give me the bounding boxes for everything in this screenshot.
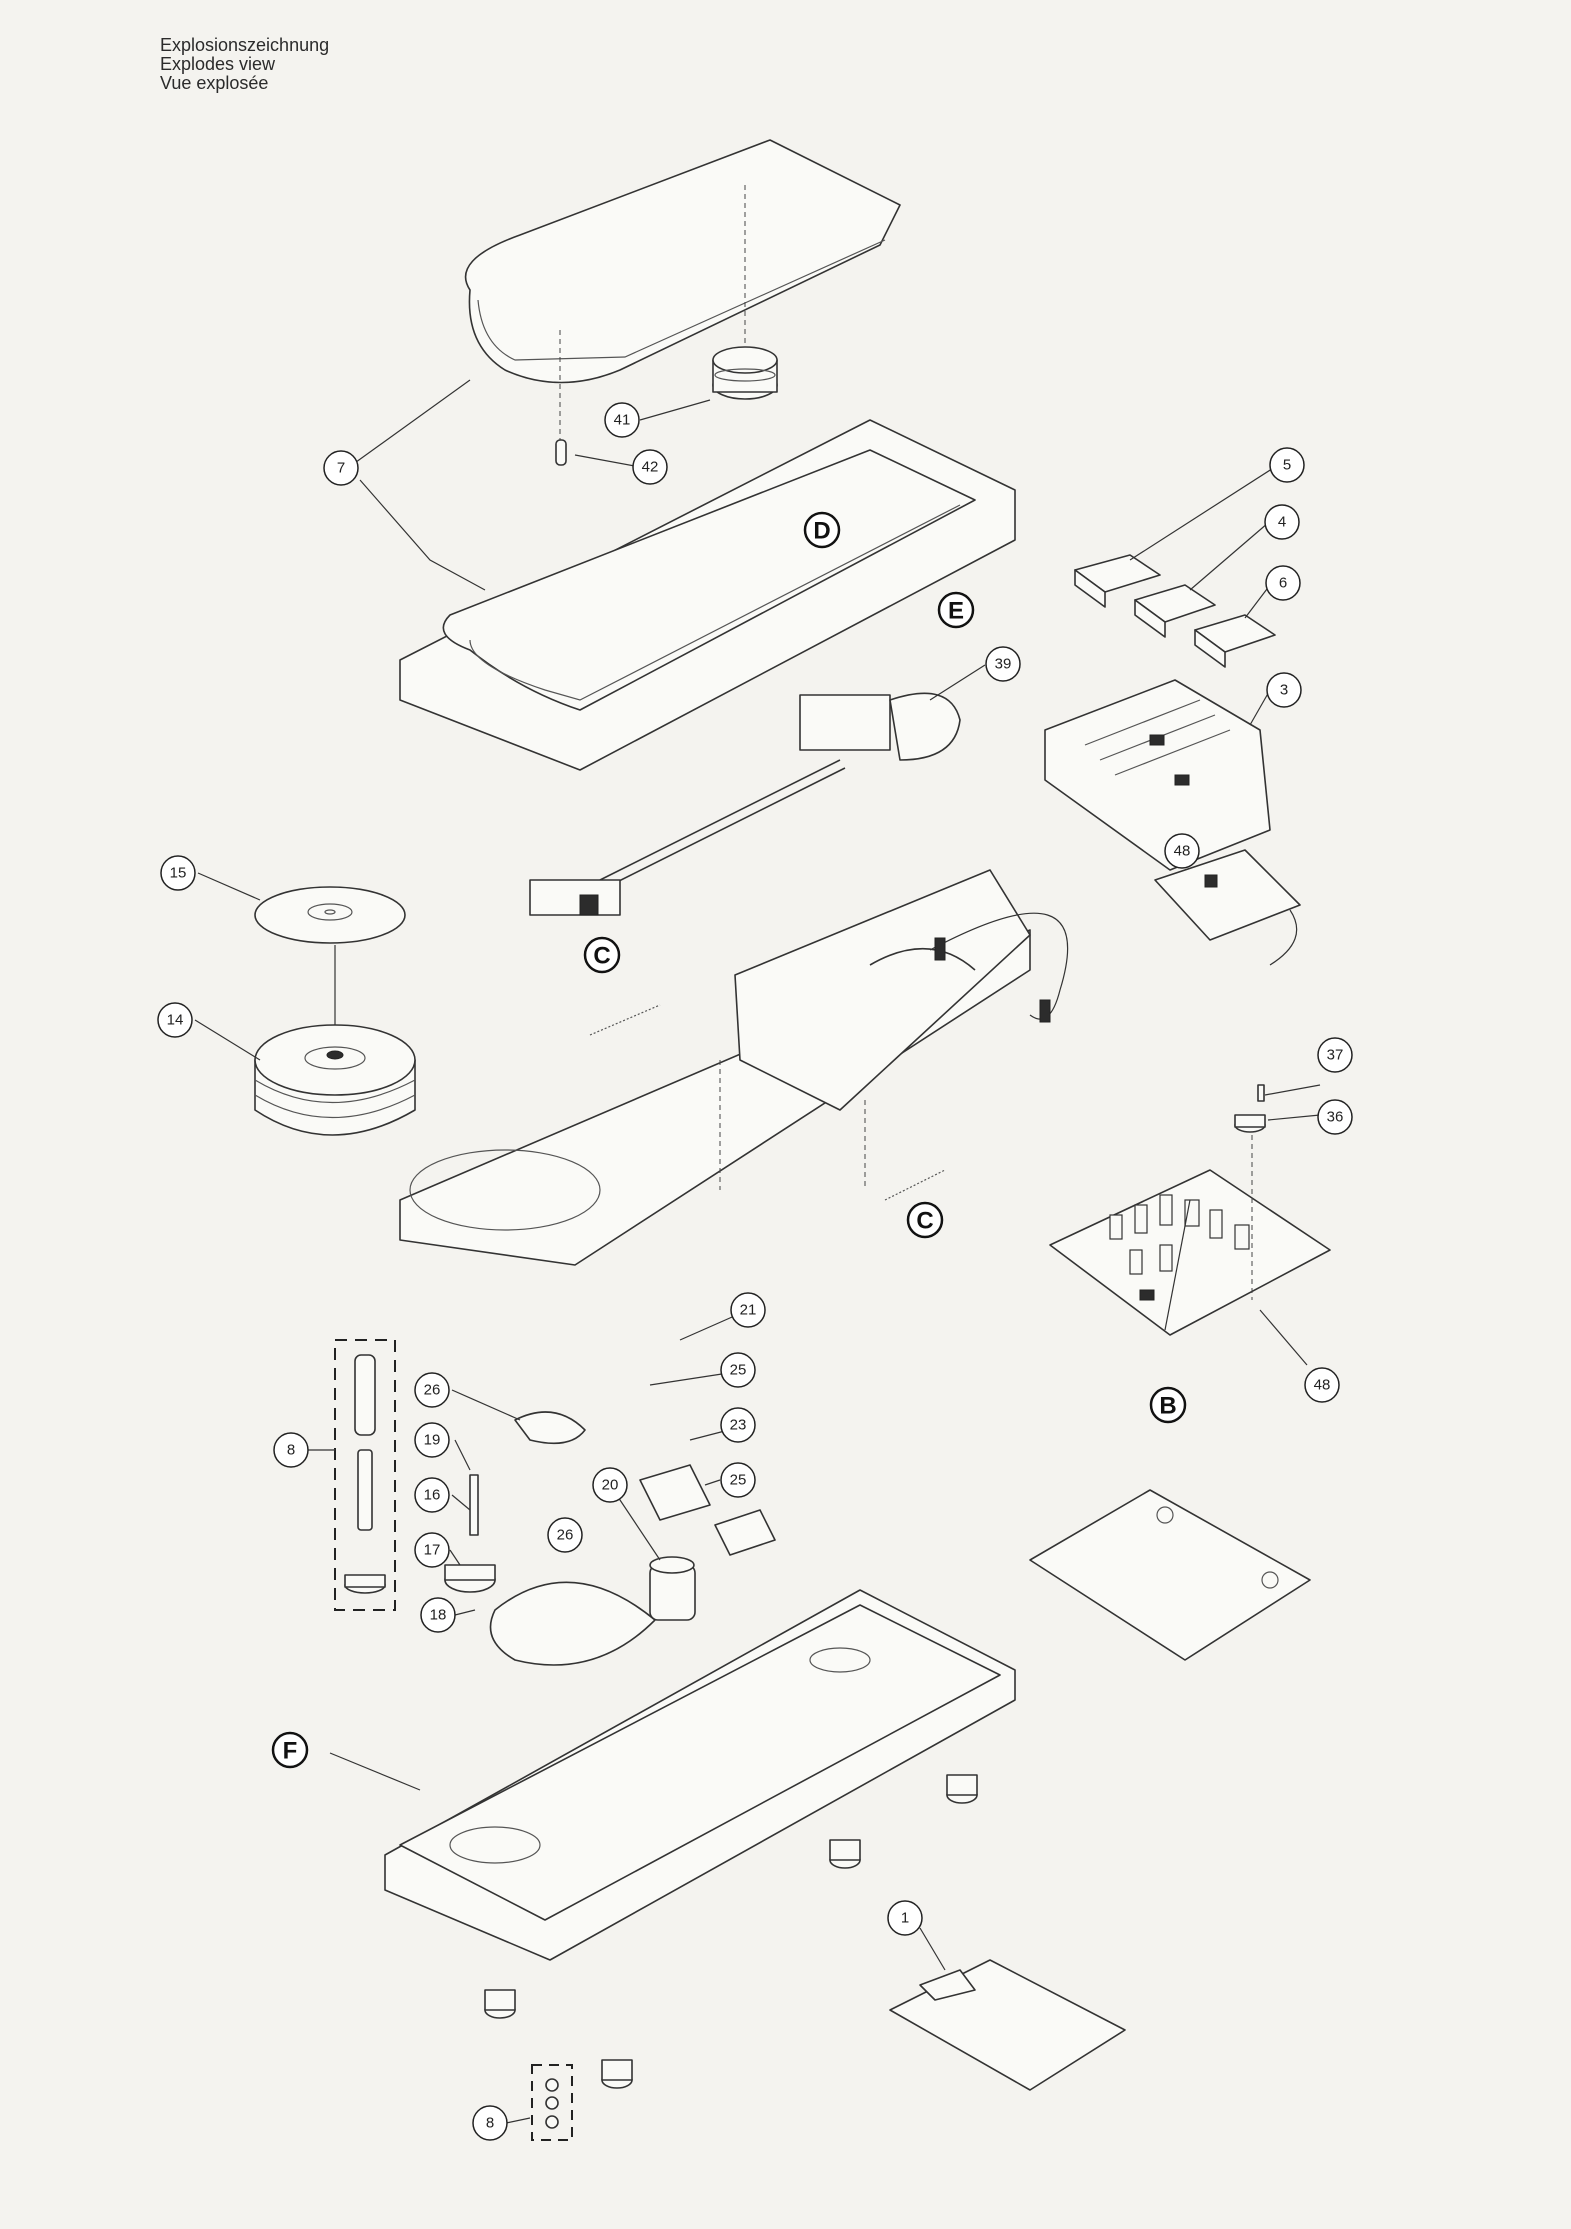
- svg-text:48: 48: [1314, 1377, 1331, 1394]
- callout-41: 41: [605, 403, 639, 437]
- main-pcb: [1050, 1170, 1330, 1335]
- platter-mat: [255, 887, 405, 943]
- shield-plate: [1030, 1490, 1310, 1660]
- svg-text:25: 25: [730, 1472, 747, 1489]
- svg-text:19: 19: [424, 1432, 441, 1449]
- callout-1: 1: [888, 1901, 922, 1935]
- motor-pulley: [1235, 1085, 1265, 1132]
- svg-text:26: 26: [557, 1527, 574, 1544]
- keypad-assembly: [1045, 680, 1270, 870]
- svg-text:42: 42: [642, 459, 659, 476]
- reference-E: E: [939, 593, 973, 627]
- button-caps: [1075, 555, 1275, 667]
- svg-text:15: 15: [170, 865, 187, 882]
- svg-text:17: 17: [424, 1542, 441, 1559]
- callout-14: 14: [158, 1003, 192, 1037]
- callout-42: 42: [633, 450, 667, 484]
- svg-text:21: 21: [740, 1302, 757, 1319]
- svg-text:3: 3: [1280, 682, 1288, 699]
- svg-text:C: C: [916, 1208, 933, 1235]
- svg-text:48: 48: [1174, 843, 1191, 860]
- callout-4: 4: [1265, 505, 1299, 539]
- idler-assembly: [445, 1475, 495, 1592]
- svg-text:C: C: [593, 943, 610, 970]
- svg-text:F: F: [283, 1738, 298, 1765]
- reference-B: B: [1151, 1388, 1185, 1422]
- callout-39: 39: [986, 647, 1020, 681]
- callout-19: 19: [415, 1423, 449, 1457]
- svg-text:25: 25: [730, 1362, 747, 1379]
- svg-text:36: 36: [1327, 1109, 1344, 1126]
- callout-7: 7: [324, 451, 358, 485]
- svg-text:39: 39: [995, 656, 1012, 673]
- small-screw-stack: [532, 2065, 572, 2140]
- callout-5: 5: [1270, 448, 1304, 482]
- svg-text:18: 18: [430, 1607, 447, 1624]
- callout-26-upper: 26: [415, 1373, 449, 1407]
- callout-26-lower: 26: [548, 1518, 582, 1552]
- svg-text:41: 41: [614, 412, 631, 429]
- callout-17: 17: [415, 1533, 449, 1567]
- svg-text:8: 8: [486, 2115, 494, 2132]
- callout-25-lower: 25: [721, 1463, 755, 1497]
- callout-16: 16: [415, 1478, 449, 1512]
- chassis-plate: [400, 870, 1068, 1265]
- callout-6: 6: [1266, 566, 1300, 600]
- svg-text:20: 20: [602, 1477, 619, 1494]
- svg-text:16: 16: [424, 1487, 441, 1504]
- callout-48-bottom: 48: [1305, 1368, 1339, 1402]
- svg-text:26: 26: [424, 1382, 441, 1399]
- svg-text:14: 14: [167, 1012, 184, 1029]
- callout-36: 36: [1318, 1100, 1352, 1134]
- shaft-assembly: [335, 1340, 395, 1610]
- reference-D: D: [805, 513, 839, 547]
- callout-20: 20: [593, 1468, 627, 1502]
- spindle-pulley: [713, 347, 777, 399]
- callout-25-upper: 25: [721, 1353, 755, 1387]
- motor: [650, 1557, 695, 1620]
- svg-text:23: 23: [730, 1417, 747, 1434]
- svg-text:1: 1: [901, 1910, 909, 1927]
- reference-C-upper: C: [585, 938, 619, 972]
- svg-text:E: E: [948, 598, 964, 625]
- svg-text:4: 4: [1278, 514, 1286, 531]
- callout-3: 3: [1267, 673, 1301, 707]
- svg-text:B: B: [1159, 1393, 1176, 1420]
- svg-text:8: 8: [287, 1442, 295, 1459]
- cover-flap: [890, 1960, 1125, 2090]
- callout-18: 18: [421, 1598, 455, 1632]
- platter: [255, 1025, 415, 1135]
- svg-text:6: 6: [1279, 575, 1287, 592]
- svg-text:5: 5: [1283, 457, 1291, 474]
- callout-23: 23: [721, 1408, 755, 1442]
- callout-15: 15: [161, 856, 195, 890]
- svg-text:7: 7: [337, 460, 345, 477]
- svg-text:37: 37: [1327, 1047, 1344, 1064]
- svg-text:D: D: [813, 518, 830, 545]
- callout-8-lower: 8: [473, 2106, 507, 2140]
- reference-C-lower: C: [908, 1203, 942, 1237]
- callout-21: 21: [731, 1293, 765, 1327]
- pin: [556, 440, 566, 465]
- top-cover: [466, 140, 900, 440]
- callout-8-upper: 8: [274, 1433, 308, 1467]
- bottom-base: [385, 1590, 1015, 1960]
- reference-F: F: [273, 1733, 307, 1767]
- callout-48-top: 48: [1165, 834, 1199, 868]
- callout-37: 37: [1318, 1038, 1352, 1072]
